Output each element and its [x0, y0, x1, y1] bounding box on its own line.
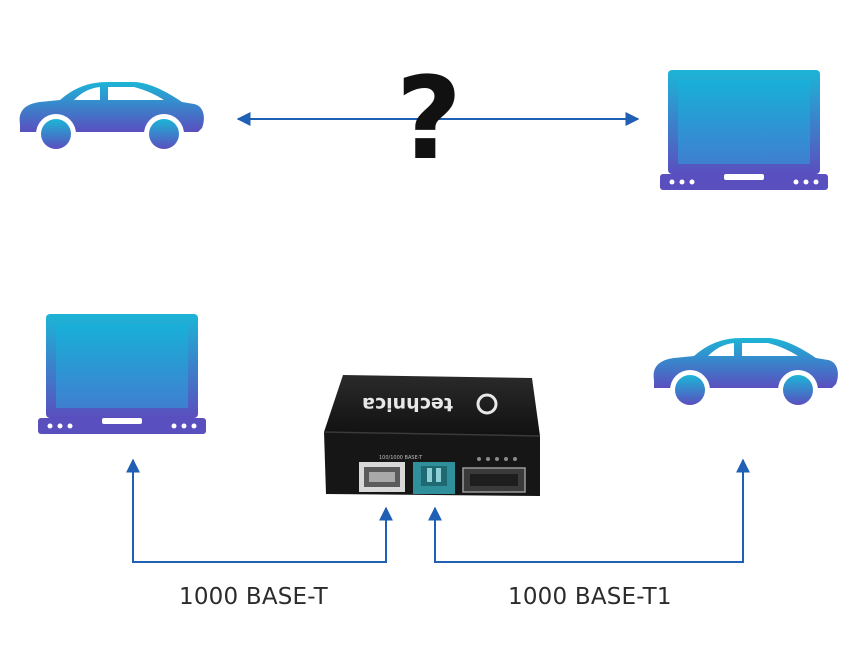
car-icon [19, 82, 204, 154]
laptop-icon [660, 70, 828, 190]
laptop-icon [38, 314, 206, 434]
right-link-arrow [428, 458, 750, 563]
brand-name: technica [362, 393, 453, 415]
car-icon [653, 338, 838, 410]
question-mark: ? [395, 52, 463, 185]
rj45-port [359, 462, 405, 492]
converter-device: technica 100/1000 BASE-T [323, 375, 541, 496]
left-link-arrow [126, 458, 393, 563]
link-label-1000base-t1: 1000 BASE-T1 [508, 584, 672, 610]
t1-connector [413, 462, 455, 494]
link-label-1000base-t: 1000 BASE-T [179, 584, 328, 610]
port-label: 100/1000 BASE-T [379, 455, 423, 461]
brand-logo: technica [362, 393, 498, 415]
